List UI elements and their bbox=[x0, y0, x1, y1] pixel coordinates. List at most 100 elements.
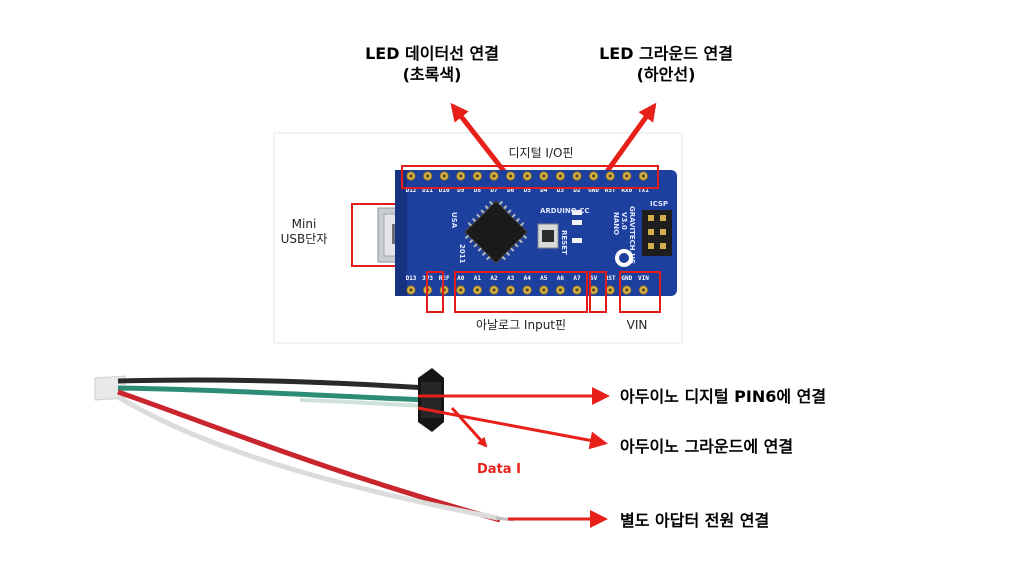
top-pin-label: D4 bbox=[540, 187, 548, 194]
bottom-pin-label: A0 bbox=[457, 275, 465, 282]
led-pwr bbox=[572, 238, 582, 243]
bottom-pin-hole bbox=[641, 288, 646, 292]
label-wire-pin6: 아두이노 디지털 PIN6에 연결 bbox=[620, 387, 826, 406]
top-pin-label: TX1 bbox=[638, 187, 649, 194]
bottom-pin-hole bbox=[475, 288, 479, 292]
bottom-pin-label: A3 bbox=[507, 275, 515, 282]
wire-green bbox=[117, 385, 429, 403]
reset-button bbox=[537, 223, 559, 249]
top-pin-label: D10 bbox=[439, 187, 450, 194]
bottom-pin-label: A4 bbox=[524, 275, 532, 282]
top-pin-hole bbox=[492, 174, 496, 178]
top-pin-hole bbox=[542, 174, 546, 178]
jst-connector bbox=[418, 368, 444, 432]
led-tx bbox=[572, 210, 582, 215]
led-cable bbox=[94, 368, 515, 523]
top-pin-label: D8 bbox=[474, 187, 482, 194]
led-rx bbox=[572, 220, 582, 225]
bottom-pin-label: A6 bbox=[557, 275, 565, 282]
top-pin-label: RST bbox=[605, 187, 616, 194]
top-pin-label: GND bbox=[588, 187, 599, 194]
label-wire-gnd: 아두이노 그라운드에 연결 bbox=[620, 437, 793, 456]
top-pin-header: D12 D11 D10 D9 D8 D7 D6 D5 D4 D3 D2 GND RST RX0 TX1 bbox=[406, 171, 649, 194]
top-pin-hole bbox=[608, 174, 612, 178]
label-mini-usb-line1: Mini bbox=[292, 217, 317, 231]
board-text-gravitech: GRAVITECH.US bbox=[628, 206, 636, 264]
top-pin-label: RX0 bbox=[621, 187, 632, 194]
bottom-pin-label: D13 bbox=[406, 275, 417, 282]
bottom-pin-hole bbox=[558, 288, 563, 292]
top-pin-label: D5 bbox=[524, 187, 532, 194]
label-digital-io: 디지털 I/O핀 bbox=[508, 146, 573, 160]
board-text-reset: RESET bbox=[560, 230, 568, 255]
top-pin-hole bbox=[558, 174, 563, 178]
arrow-data-in bbox=[450, 406, 488, 448]
microcontroller-chip bbox=[464, 200, 528, 264]
highlight-box-vin bbox=[619, 271, 661, 313]
top-pin-hole bbox=[409, 174, 413, 178]
label-led-data-line2: (초록색) bbox=[403, 65, 462, 84]
label-vin: VIN bbox=[627, 318, 648, 332]
label-data-in: Data I bbox=[477, 462, 521, 477]
label-led-gnd-line1: LED 그라운드 연결 bbox=[599, 44, 733, 63]
bottom-pin-label: 5V bbox=[590, 275, 598, 282]
icsp-header bbox=[642, 210, 672, 256]
top-pin-hole bbox=[525, 174, 529, 178]
wire-red bbox=[117, 389, 501, 523]
bottom-pin-label: VIN bbox=[638, 275, 649, 282]
label-wire-power: 별도 아답터 전원 연결 bbox=[620, 511, 769, 530]
label-mini-usb-line2: USB단자 bbox=[281, 232, 328, 246]
bottom-pin-label: REF bbox=[439, 275, 450, 282]
top-pin-label: D2 bbox=[573, 187, 581, 194]
bottom-pin-label: A1 bbox=[474, 275, 482, 282]
top-pin-label: D3 bbox=[557, 187, 565, 194]
highlight-box-3v3 bbox=[426, 271, 444, 313]
top-pin-hole bbox=[459, 174, 463, 178]
bottom-pin-hole bbox=[509, 288, 513, 292]
arrow-to-gnd bbox=[417, 406, 608, 450]
bottom-pin-hole bbox=[575, 288, 579, 292]
bottom-pin-label: A5 bbox=[540, 275, 548, 282]
board-text-version: V3.0 bbox=[620, 212, 628, 230]
bottom-pin-hole bbox=[459, 288, 463, 292]
top-pin-label: D9 bbox=[457, 187, 465, 194]
label-led-data-line1: LED 데이터선 연결 bbox=[365, 44, 499, 63]
wire-white bbox=[116, 394, 499, 521]
highlight-box-5v bbox=[589, 271, 607, 313]
top-pin-hole bbox=[592, 174, 596, 178]
board-text-usa: USA bbox=[450, 212, 458, 229]
top-pin-label: D7 bbox=[490, 187, 498, 194]
highlight-box-analog bbox=[454, 271, 588, 313]
bottom-pin-label: GND bbox=[621, 275, 632, 282]
top-pin-label: D11 bbox=[422, 187, 433, 194]
bottom-pin-hole bbox=[492, 288, 496, 292]
top-pin-hole bbox=[575, 174, 579, 178]
top-pin-label: D6 bbox=[507, 187, 515, 194]
bottom-pin-hole bbox=[608, 288, 612, 292]
top-pin-hole bbox=[641, 174, 646, 178]
board-text-nano: NANO bbox=[612, 212, 620, 235]
top-pin-hole bbox=[625, 174, 629, 178]
bottom-pin-hole bbox=[525, 288, 529, 292]
label-led-gnd-line2: (하안선) bbox=[637, 65, 696, 84]
top-pin-hole bbox=[475, 174, 479, 178]
bottom-pin-hole bbox=[625, 288, 629, 292]
board-text-year: 2011 bbox=[458, 244, 466, 264]
board-text-arduino-cc: ARDUINO.CC bbox=[540, 207, 590, 215]
wire-black bbox=[117, 377, 429, 391]
top-pin-hole bbox=[509, 174, 513, 178]
bottom-pin-label: RST bbox=[605, 275, 616, 282]
bottom-pin-label: A2 bbox=[490, 275, 498, 282]
bottom-pin-hole bbox=[542, 288, 546, 292]
bottom-pin-hole bbox=[592, 288, 596, 292]
bottom-pin-label: A7 bbox=[573, 275, 581, 282]
bottom-pin-hole bbox=[409, 288, 413, 292]
top-pin-label: D12 bbox=[406, 187, 417, 194]
top-pin-hole bbox=[426, 174, 430, 178]
label-analog-input: 아날로그 Input핀 bbox=[476, 318, 566, 332]
top-pin-hole bbox=[442, 174, 446, 178]
board-text-icsp: ICSP bbox=[650, 200, 668, 208]
